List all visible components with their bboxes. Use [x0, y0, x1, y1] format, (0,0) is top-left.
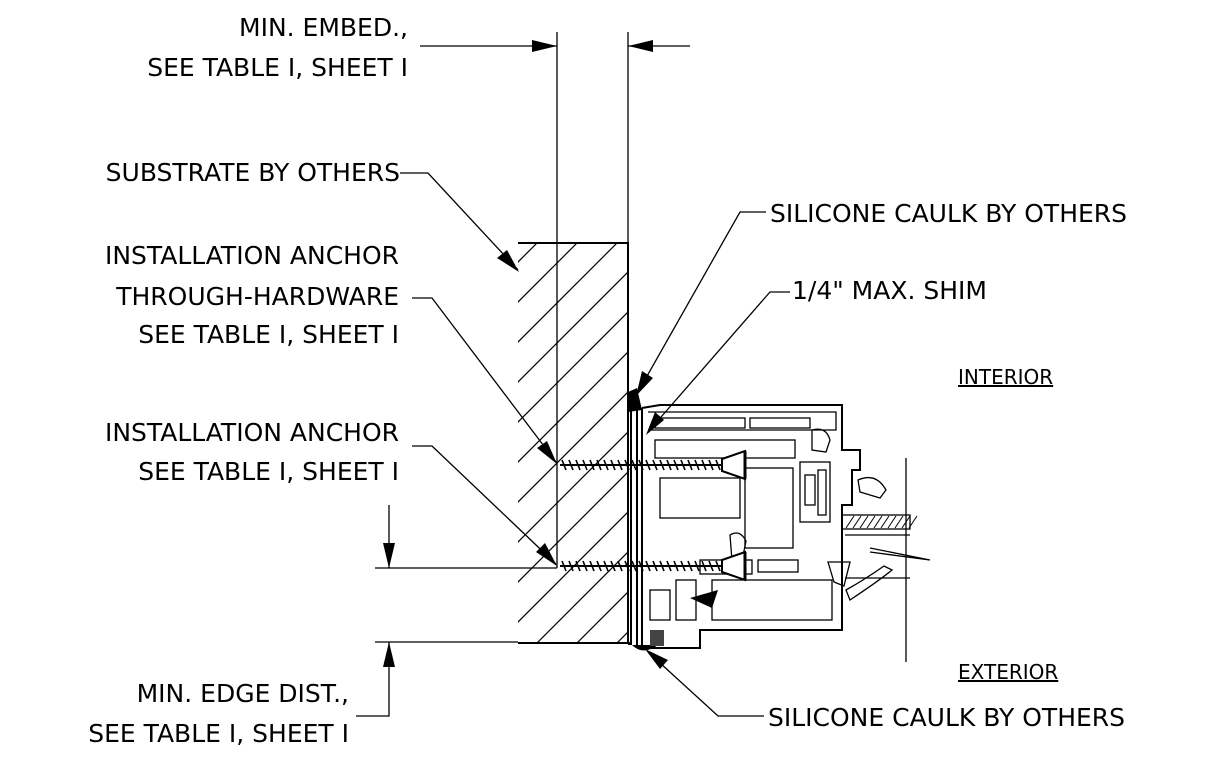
- through-anchor-label-line2: THROUGH-HARDWARE: [115, 282, 399, 311]
- through-hardware-anchor-screw: [560, 449, 747, 481]
- anchor-leader: [412, 445, 557, 566]
- through-anchor-leader: [412, 297, 557, 464]
- min-embed-dimension: [420, 32, 690, 568]
- substrate-label: SUBSTRATE BY OTHERS: [106, 158, 400, 187]
- installation-anchor-screw: [560, 550, 747, 582]
- caulk-top-label: SILICONE CAULK BY OTHERS: [770, 199, 1127, 228]
- min-edge-label-line1: MIN. EDGE DIST.,: [137, 679, 349, 708]
- caulk-bottom-label: SILICONE CAULK BY OTHERS: [768, 703, 1125, 732]
- exterior-label: EXTERIOR: [958, 660, 1058, 684]
- caulk-top-leader: [636, 211, 766, 396]
- window-frame-profile: [641, 404, 894, 649]
- min-edge-dimension: [356, 505, 557, 717]
- shim-leader: [646, 291, 790, 435]
- substrate-leader: [400, 172, 519, 272]
- min-edge-label-line2: SEE TABLE I, SHEET I: [88, 719, 349, 748]
- glazing-unit: [841, 458, 931, 662]
- substrate-hatch: [518, 242, 629, 644]
- through-anchor-label-line3: SEE TABLE I, SHEET I: [138, 320, 399, 349]
- through-anchor-label-line1: INSTALLATION ANCHOR: [105, 241, 399, 270]
- min-embed-label-line2: SEE TABLE I, SHEET I: [147, 53, 408, 82]
- anchor-label-line2: SEE TABLE I, SHEET I: [138, 457, 399, 486]
- caulk-bottom-leader: [645, 649, 764, 717]
- min-embed-label-line1: MIN. EMBED.,: [239, 13, 408, 42]
- interior-label: INTERIOR: [958, 365, 1053, 389]
- shim-label: 1/4" MAX. SHIM: [792, 276, 987, 305]
- anchor-label-line1: INSTALLATION ANCHOR: [105, 418, 399, 447]
